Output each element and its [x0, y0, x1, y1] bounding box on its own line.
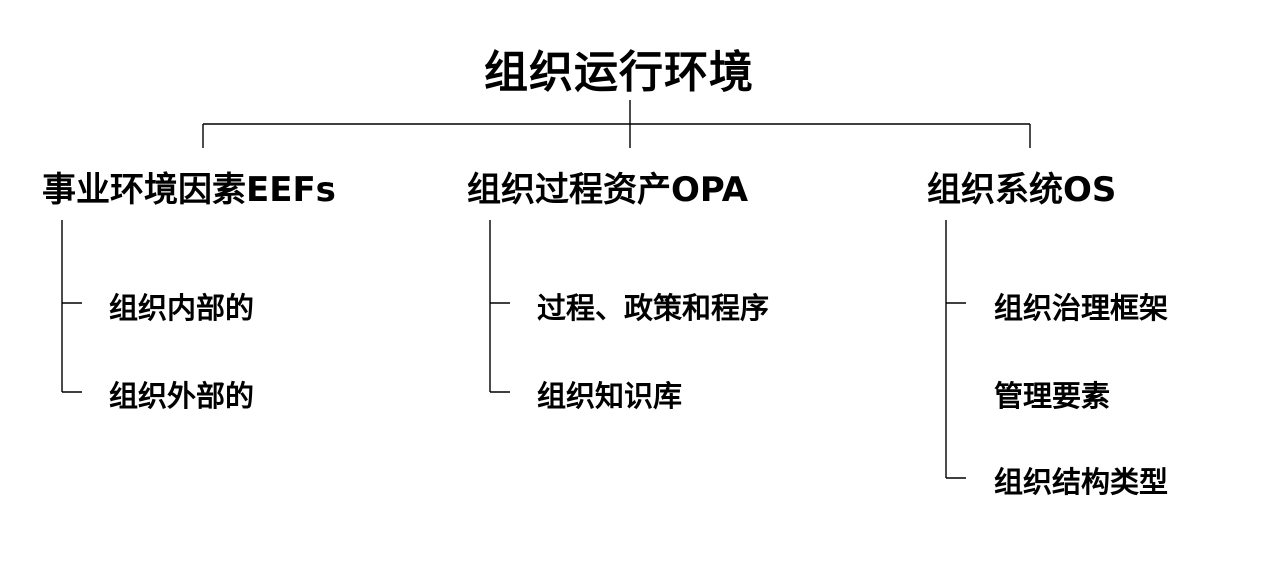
item-os-structure: 组织结构类型: [994, 465, 1169, 499]
item-os-management: 管理要素: [994, 379, 1111, 413]
item-opa-process: 过程、政策和程序: [537, 291, 770, 325]
item-opa-knowledge: 组织知识库: [537, 379, 683, 413]
category-os: 组织系统OS: [927, 170, 1117, 210]
item-os-governance: 组织治理框架: [994, 291, 1169, 325]
category-opa: 组织过程资产OPA: [467, 170, 749, 210]
item-eef-internal: 组织内部的: [109, 291, 255, 325]
item-eef-external: 组织外部的: [109, 379, 255, 413]
diagram-root-title: 组织运行环境: [484, 47, 754, 98]
category-eef: 事业环境因素EEFs: [42, 170, 336, 210]
